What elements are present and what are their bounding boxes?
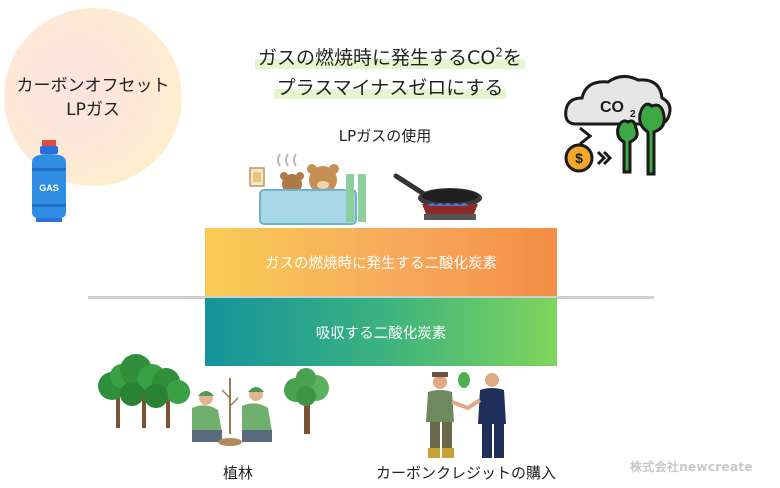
brand-title-line2: LPガス	[66, 100, 120, 120]
absorption-bar: 吸収する二酸化炭素	[205, 298, 557, 366]
svg-text:$: $	[575, 150, 583, 166]
frying-pan-icon	[393, 173, 482, 220]
absorption-bar-label: 吸収する二酸化炭素	[315, 325, 447, 342]
gas-cylinder-label: GAS	[39, 183, 59, 193]
co2-icon-label: CO	[600, 99, 624, 116]
planting-label: 植林	[222, 464, 253, 482]
headline-line1: ガスの燃焼時に発生するCO2を	[225, 38, 555, 73]
gas-cylinder-icon: GAS	[32, 140, 66, 222]
credit-purchase-icon	[426, 372, 506, 458]
headline: ガスの燃焼時に発生するCO2を プラスマイナスゼロにする	[225, 38, 555, 103]
brand-circle	[4, 8, 182, 186]
headline-line1-subscript: 2	[495, 46, 503, 60]
forest-icon	[98, 354, 190, 428]
co2-icon-subscript: 2	[630, 109, 636, 120]
tree-planting-icon	[192, 378, 272, 446]
balance-line	[88, 296, 654, 299]
tree-icon	[284, 368, 329, 434]
usage-title: LPガスの使用	[338, 127, 432, 145]
emission-bar: ガスの燃焼時に発生する二酸化炭素	[205, 228, 557, 296]
brand-title: カーボンオフセット LPガス	[4, 74, 182, 122]
headline-line1-text: ガスの燃焼時に発生するCO	[258, 47, 496, 70]
headline-line1-suffix: を	[502, 47, 522, 70]
company-watermark: 株式会社newcreate	[630, 460, 753, 474]
bath-icon	[249, 153, 366, 225]
headline-line2: プラスマイナスゼロにする	[225, 73, 555, 103]
brand-title-line1: カーボンオフセット	[16, 76, 170, 96]
headline-line2-text: プラスマイナスゼロにする	[273, 77, 507, 100]
co2-offset-icon: CO 2 $	[564, 75, 672, 176]
emission-bar-label: ガスの燃焼時に発生する二酸化炭素	[265, 255, 497, 272]
credits-label: カーボンクレジットの購入	[375, 464, 556, 482]
